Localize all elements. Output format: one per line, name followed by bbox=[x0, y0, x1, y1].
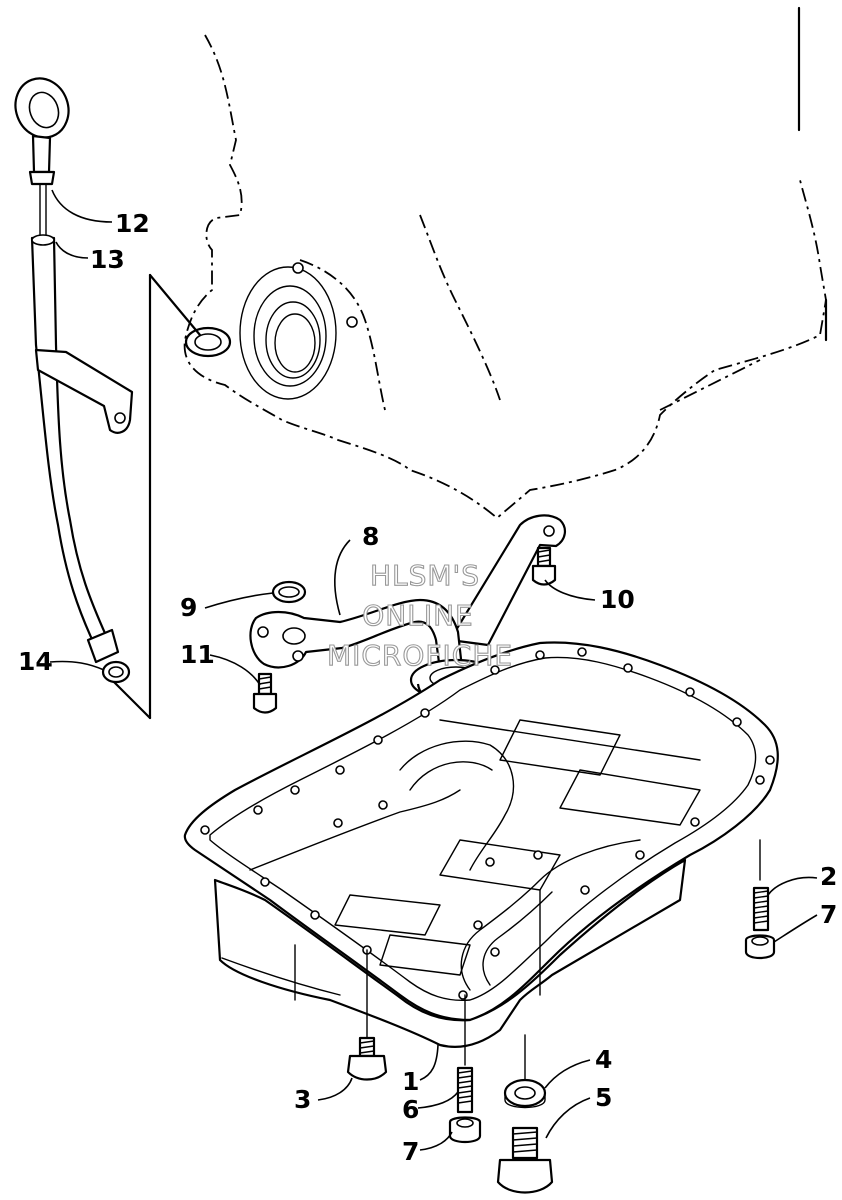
callout-7-bottom: 7 bbox=[402, 1137, 419, 1166]
callout-numbers: 12 13 8 9 10 11 14 2 7 4 1 3 5 6 7 bbox=[18, 209, 837, 1166]
oil-pan bbox=[183, 641, 779, 1048]
dipstick-assembly bbox=[14, 77, 134, 684]
washer-4 bbox=[503, 1078, 547, 1109]
callout-6: 6 bbox=[402, 1095, 419, 1124]
callout-1: 1 bbox=[402, 1067, 419, 1096]
callout-12: 12 bbox=[115, 209, 150, 238]
callout-2: 2 bbox=[820, 862, 837, 891]
nut-7-right bbox=[744, 934, 776, 960]
watermark-line-2: ONLINE bbox=[362, 599, 473, 632]
callout-10: 10 bbox=[600, 585, 635, 614]
callout-9: 9 bbox=[180, 593, 197, 622]
stud-6 bbox=[456, 1066, 474, 1114]
leader-lines bbox=[49, 189, 818, 1151]
center-lines bbox=[366, 839, 761, 1081]
engine-block-outline bbox=[110, 6, 828, 720]
watermark: HLSM'S ONLINE MICROFICHE bbox=[326, 558, 513, 672]
watermark-line-1: HLSM'S bbox=[370, 559, 480, 592]
pickup-pipe bbox=[249, 598, 464, 672]
dipstick-bracket bbox=[34, 348, 134, 434]
callout-3: 3 bbox=[294, 1085, 311, 1114]
drain-plug-5 bbox=[496, 1126, 554, 1194]
callout-4: 4 bbox=[595, 1045, 612, 1074]
filter-boss-outer bbox=[239, 266, 337, 400]
callout-11: 11 bbox=[180, 640, 215, 669]
callout-7-right: 7 bbox=[820, 900, 837, 929]
callout-13: 13 bbox=[90, 245, 125, 274]
nut-7-bottom bbox=[448, 1116, 482, 1144]
stud-2 bbox=[752, 886, 770, 932]
callout-8: 8 bbox=[362, 522, 379, 551]
callout-5: 5 bbox=[595, 1083, 612, 1112]
oil-pan-sump bbox=[213, 858, 687, 1048]
strainer-stay bbox=[448, 514, 566, 647]
bolt-11 bbox=[252, 672, 278, 714]
bolt-10 bbox=[531, 546, 557, 586]
callout-14: 14 bbox=[18, 647, 53, 676]
drain-bolt-3 bbox=[346, 1036, 388, 1081]
watermark-line-3: MICROFICHE bbox=[327, 639, 513, 672]
dipstick-tube bbox=[30, 236, 110, 650]
